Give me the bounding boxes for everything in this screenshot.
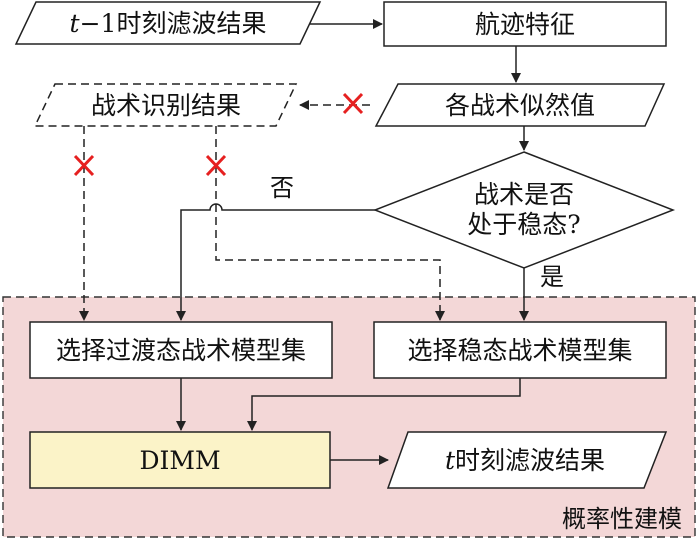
curr-filter-result-label: t时刻滤波结果 <box>445 446 605 475</box>
select-transient-model-set-node <box>29 321 333 379</box>
dimm-node <box>29 431 331 489</box>
region-label: 概率性建模 <box>562 505 682 533</box>
edge-steady-to-dimm <box>247 378 521 431</box>
yes-label: 是 <box>540 263 564 291</box>
curr-filter-result-node <box>386 431 668 489</box>
select-transient-model-set-label: 选择过渡态战术模型集 <box>56 336 306 365</box>
cross-mark-steady-link <box>205 154 227 177</box>
tactic-recognition-result-label: 战术识别结果 <box>91 91 241 120</box>
track-features-label: 航迹特征 <box>475 10 575 39</box>
edge-recognition-to-steady-dashed <box>215 126 445 321</box>
edge-decision-no-to-transient <box>176 203 375 321</box>
track-features-node <box>383 1 667 47</box>
tactic-likelihoods-label: 各战术似然值 <box>445 91 595 120</box>
prev-filter-result-node <box>14 1 322 45</box>
tactic-recognition-result-node <box>33 83 298 127</box>
prev-filter-result-label: t−1时刻滤波结果 <box>70 9 267 38</box>
tactic-likelihoods-node <box>374 83 666 127</box>
cross-mark-likelihood-link <box>342 92 364 115</box>
select-steady-model-set-node <box>373 321 667 379</box>
dimm-label: DIMM <box>139 446 220 475</box>
cross-mark-transient-link <box>73 154 95 177</box>
no-label: 否 <box>270 174 294 202</box>
select-steady-model-set-label: 选择稳态战术模型集 <box>407 336 632 365</box>
decision-label-line1: 战术是否 <box>474 180 574 209</box>
decision-label-line2: 处于稳态? <box>467 210 580 239</box>
